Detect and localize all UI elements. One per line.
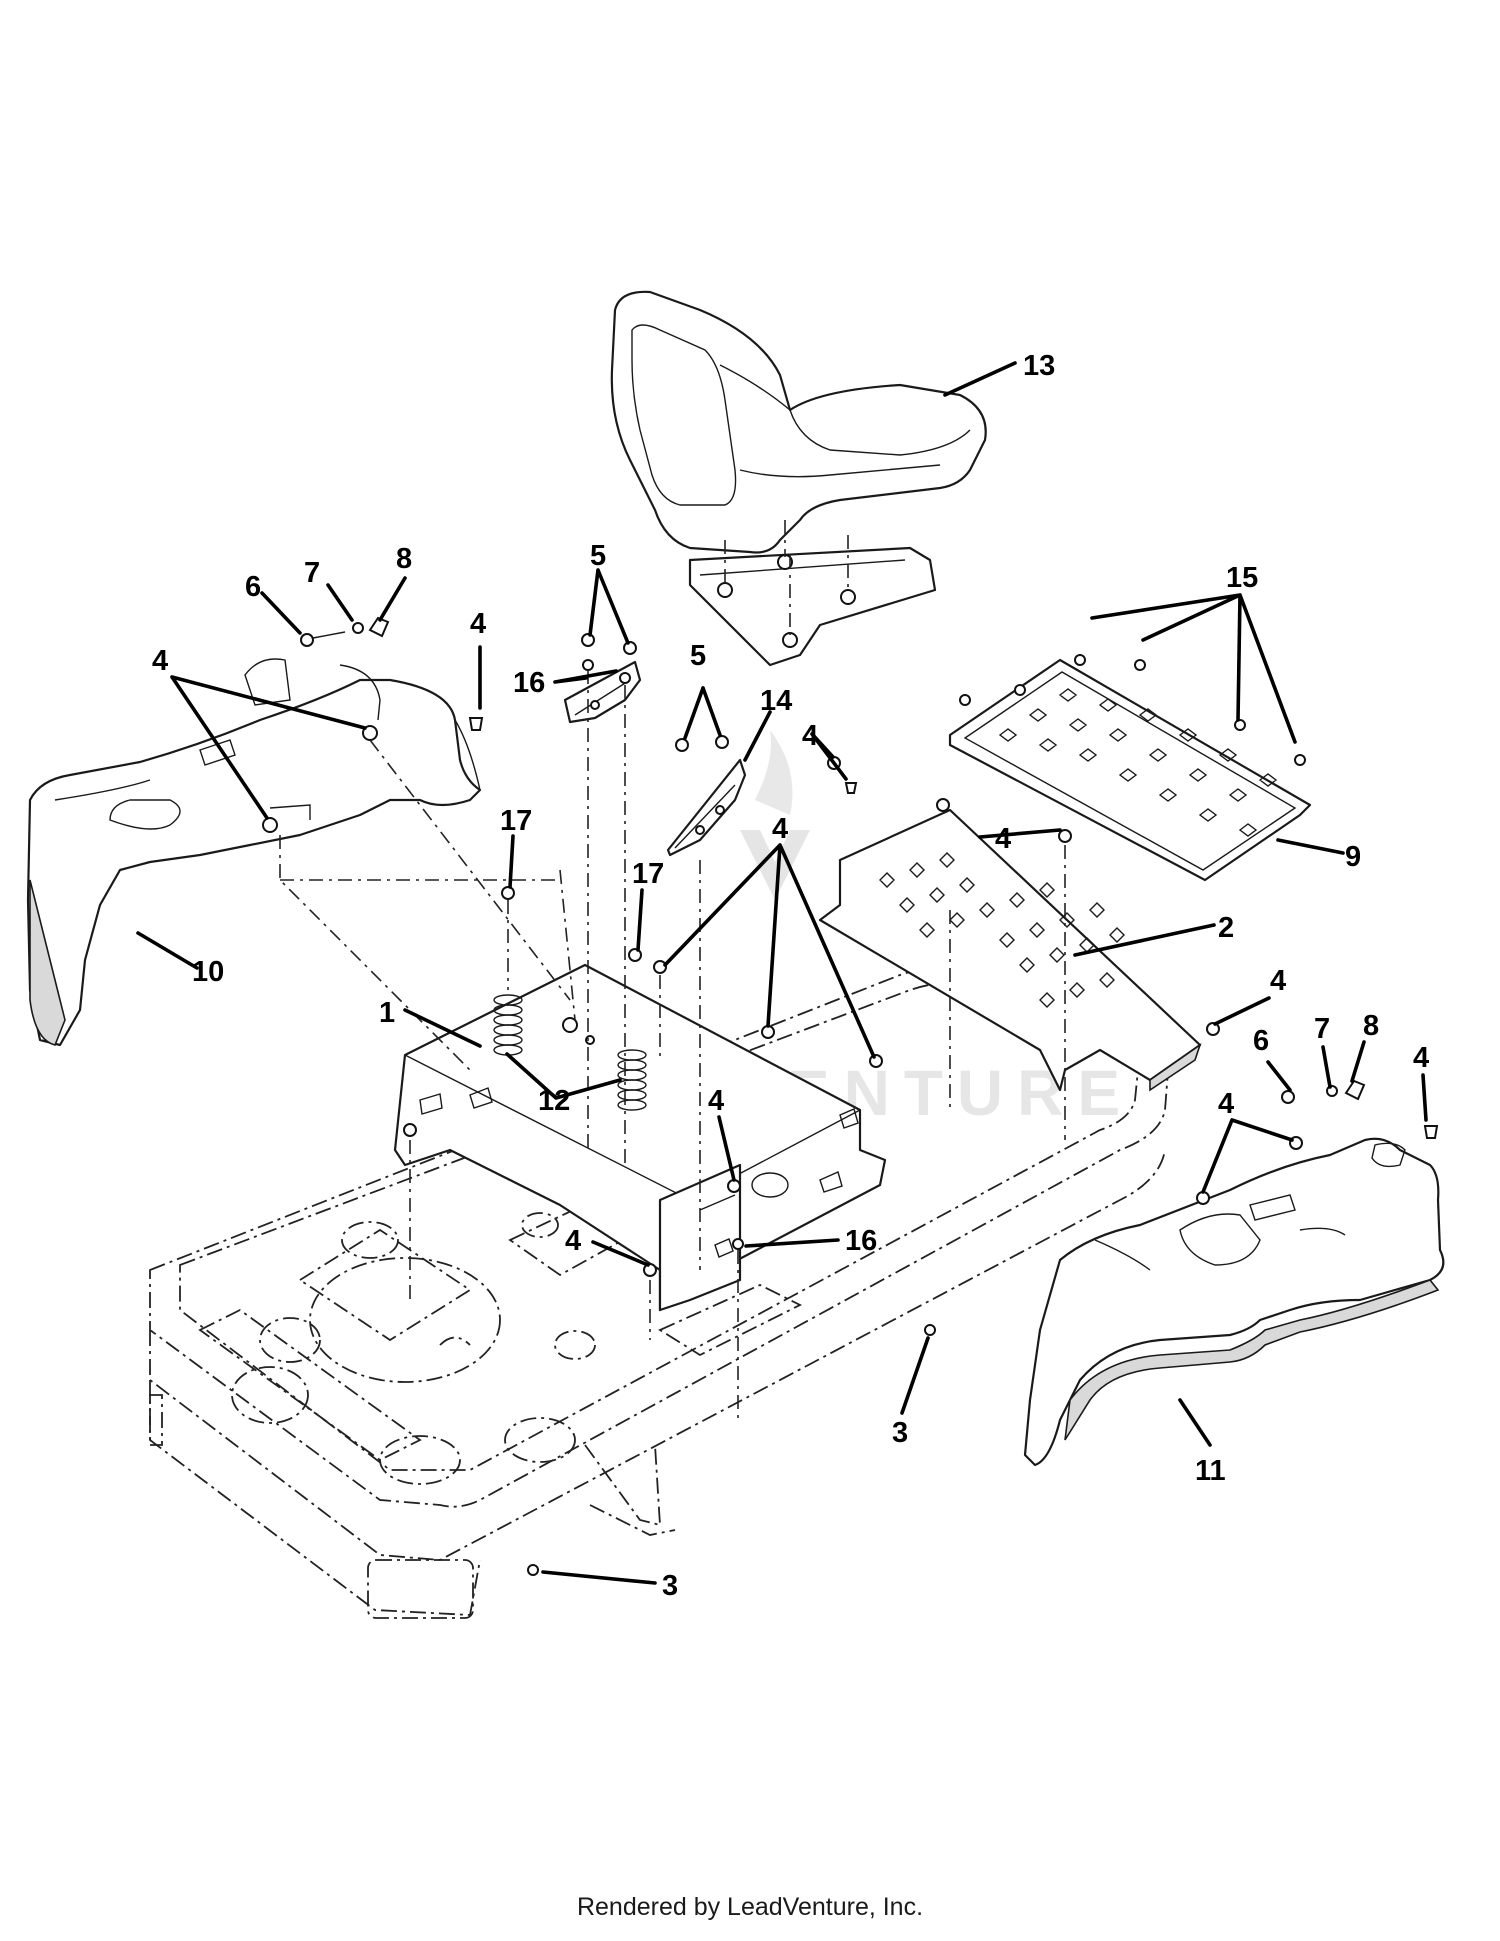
callout-6: 6	[1253, 1025, 1269, 1057]
left-fender-10	[26, 658, 482, 1047]
callout-1: 1	[379, 997, 395, 1029]
tread-plate-9	[948, 658, 1312, 882]
seat-support-1	[393, 963, 887, 1312]
callout-4: 4	[470, 608, 486, 640]
tread-pattern	[998, 688, 1278, 837]
callout-12: 12	[538, 1085, 570, 1117]
footer-credit: Rendered by LeadVenture, Inc.	[576, 1893, 924, 1921]
callout-17: 17	[500, 805, 532, 837]
callout-4: 4	[708, 1085, 724, 1117]
callout-7: 7	[1314, 1013, 1330, 1045]
seat	[610, 290, 987, 667]
callout-6: 6	[245, 571, 261, 603]
callout-7: 7	[304, 557, 320, 589]
callout-8: 8	[396, 543, 412, 575]
callout-17: 17	[632, 858, 664, 890]
callout-14: 14	[760, 685, 792, 717]
callout-15: 15	[1226, 562, 1258, 594]
callout-8: 8	[1363, 1010, 1379, 1042]
alignment-lines	[279, 670, 1066, 1420]
seat-brackets	[563, 660, 747, 857]
callout-10: 10	[192, 956, 224, 988]
callout-11: 11	[1195, 1455, 1226, 1487]
springs-12	[493, 994, 647, 1111]
callout-9: 9	[1345, 841, 1361, 873]
callout-4: 4	[995, 823, 1011, 855]
callout-3: 3	[662, 1570, 678, 1602]
callout-4: 4	[802, 720, 818, 752]
spring-left	[493, 994, 523, 1056]
watermark-logo	[740, 730, 810, 900]
callout-16: 16	[513, 667, 545, 699]
floor-tread-pattern	[879, 852, 1125, 1008]
right-fender-11	[1023, 1137, 1445, 1467]
callout-4: 4	[152, 645, 168, 677]
hardware-fasteners	[300, 616, 1439, 1576]
callout-13: 13	[1023, 350, 1055, 382]
callout-4: 4	[1218, 1088, 1234, 1120]
callout-4: 4	[1413, 1042, 1429, 1074]
callout-16: 16	[845, 1225, 877, 1257]
callout-4: 4	[772, 813, 788, 845]
spring-right	[617, 1049, 647, 1111]
callout-4: 4	[565, 1225, 581, 1257]
leader-lines	[136, 361, 1428, 1585]
callout-5: 5	[590, 540, 606, 572]
callout-3: 3	[892, 1417, 908, 1449]
callout-4: 4	[1270, 965, 1286, 997]
callout-2: 2	[1218, 912, 1234, 944]
callout-labels: 13 15 5 16 5 14 6 7 8 4 4 4 4 9 10 17 17…	[152, 350, 1429, 1602]
callout-5: 5	[690, 640, 706, 672]
